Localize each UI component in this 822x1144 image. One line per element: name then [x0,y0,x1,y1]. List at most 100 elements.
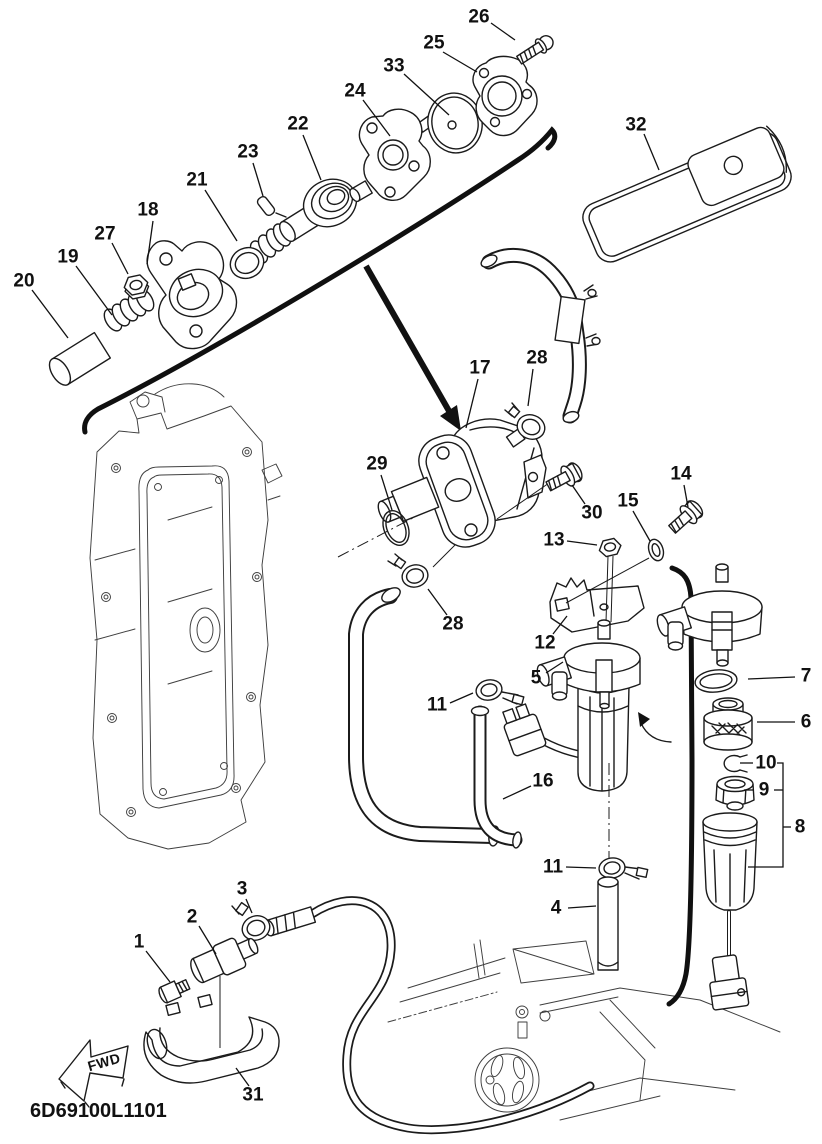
callout-leader-11 [565,866,597,869]
part-24-pump-housing [349,108,442,203]
part-8-filter-cup [702,812,758,1011]
callout-leader-32 [643,133,660,171]
part-9-collar-nut [715,775,755,811]
part-14-bolt [668,500,704,534]
callout-leader-33 [403,73,450,116]
callout-leader-25 [442,51,478,73]
callout-label-26-26: 26 [468,7,489,28]
callout-leader-30 [571,484,586,505]
divider-curve-left [82,126,558,435]
callout-label-13-13: 13 [543,530,564,551]
callout-label-10-9: 10 [755,753,776,774]
callout-leader-11 [449,692,474,704]
callout-leader-24 [362,99,391,137]
callout-label-20-20: 20 [13,271,34,292]
hose-clamp-mark-2 [585,333,601,347]
part-28-clamp-upper [504,402,546,440]
callout-leader-14 [683,484,689,508]
callout-leader-3 [245,898,253,914]
callout-label-32-33: 32 [625,115,646,136]
callout-label-1-0: 1 [134,932,145,953]
callout-label-28-29: 28 [442,614,463,635]
part-16-pipe [470,705,523,849]
callout-leader-27 [111,242,129,275]
callout-leader-21 [204,189,238,242]
part-21-thermostat [229,223,292,280]
callout-leader-8 [748,762,784,868]
callout-label-11-11: 11 [543,857,564,878]
part-27-nut [123,274,150,300]
callout-leader-31 [235,1067,250,1087]
callout-label-28-28: 28 [526,348,547,369]
pointer-arrow [363,264,461,431]
part-32-heat-shield [582,125,792,263]
callout-leader-7 [747,676,796,680]
callout-label-18-18: 18 [137,200,158,221]
callout-label-15-15: 15 [617,491,639,512]
part-18-thermostat-housing [146,240,238,350]
fuel-hose-bottom [263,896,595,1135]
callout-label-16-16: 16 [532,771,553,792]
callout-label-33-34: 33 [383,56,404,77]
part-4-pipe [597,876,619,971]
part-26-bolt [516,35,554,65]
callout-leader-1 [145,950,171,983]
callout-label-21-21: 21 [186,170,208,191]
part-17-fuel-pump [377,418,550,568]
electrical-connector [502,703,604,761]
callout-leader-28 [527,368,534,407]
callout-leader-15 [632,510,651,542]
part-28-clamp-lower [387,553,429,588]
callout-label-19-19: 19 [57,247,78,268]
callout-label-2-1: 2 [187,907,198,928]
filter-body-exploded [656,563,763,667]
fwd-arrow: FWD [58,1039,129,1108]
callout-label-30-31: 30 [581,503,602,524]
engine-block [387,939,781,1121]
callout-label-6-5: 6 [801,712,812,733]
callout-label-8-7: 8 [795,817,806,838]
part-7-oring [694,669,738,693]
callout-label-22-22: 22 [287,114,308,135]
head-bolt-holes [101,447,262,817]
callout-label-27-27: 27 [94,224,115,245]
callout-label-25-25: 25 [423,33,445,54]
sensor-connector [709,954,750,1011]
part-13-nut [598,537,622,623]
callout-label-11-10: 11 [427,695,448,716]
callout-label-24-24: 24 [344,81,366,102]
callout-leader-4 [567,905,597,909]
callout-leader-13 [566,540,598,546]
part-10-clip [723,754,748,773]
part-12-bracket [549,577,645,633]
callout-label-5-4: 5 [531,668,542,689]
callout-label-31-32: 31 [242,1085,264,1106]
callout-leader-17 [465,378,479,429]
part-29-oring [382,510,410,546]
callout-label-29-30: 29 [366,454,387,475]
callout-leader-16 [502,785,532,800]
callout-label-4-3: 4 [551,898,562,919]
hose-clamp-mark-1 [583,284,598,300]
callout-leader-23 [252,162,264,197]
part-22-valve [278,178,358,243]
callout-label-17-17: 17 [469,358,490,379]
engine-mount-face [474,1047,540,1113]
callout-leader-26 [490,22,516,41]
callout-leader-18 [146,220,154,265]
callout-leader-5 [545,661,564,674]
part-5-fuel-filter [536,619,641,792]
callout-label-12-12: 12 [534,633,555,654]
callout-leader-28 [427,588,448,616]
part-20-plunger [48,331,112,386]
part-code: 6D69100L1101 [30,1100,167,1122]
part-6-filter-element [703,697,753,751]
part-11-clamp-lower [598,857,649,880]
callout-leader-20 [31,289,69,339]
callout-leader-29 [380,474,393,511]
part-3-clamp [231,901,271,941]
callout-label-3-2: 3 [237,879,248,900]
curved-arrow [638,712,672,743]
